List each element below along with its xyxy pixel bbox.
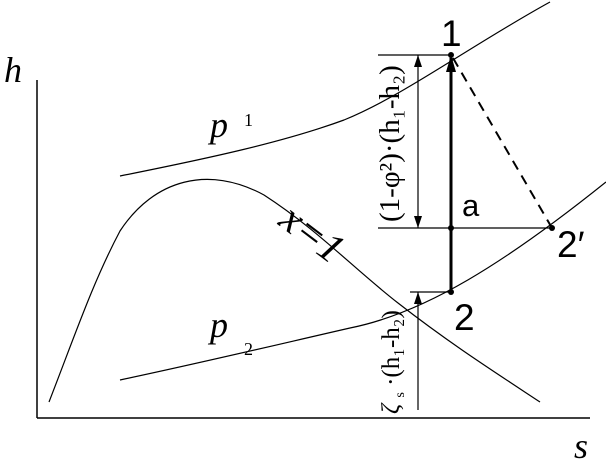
- s-axis-label: s: [574, 426, 588, 463]
- lower-interval-zeta: ζ: [378, 402, 405, 414]
- saturation-line-label: x=1: [270, 195, 353, 273]
- p2-subscript: 2: [244, 339, 253, 359]
- point-1-label: 1: [441, 13, 462, 54]
- process-curves: [48, 1, 606, 403]
- axes: [36, 80, 590, 419]
- lower-interval-suffix: ·(h₁-h₂): [378, 310, 405, 386]
- pressure-p1-curve: [119, 1, 551, 177]
- state-a-point: [448, 225, 454, 231]
- state-points: [448, 52, 555, 295]
- point-2-prime-label: 2′: [557, 224, 585, 265]
- point-a-label: a: [462, 188, 480, 223]
- lower-interval-text: ζ s ·(h₁-h₂): [378, 310, 410, 414]
- point-2-label: 2: [454, 297, 475, 338]
- upper-interval-arrowhead-top: [414, 55, 422, 67]
- lower-interval-subscript: s: [393, 392, 408, 397]
- lower-interval-annotation: ζ s ·(h₁-h₂): [378, 310, 410, 414]
- state-2-prime-point: [549, 225, 555, 231]
- p1-label: p: [207, 105, 228, 145]
- state-change-lines: [449, 57, 553, 292]
- p1-subscript: 1: [244, 110, 253, 130]
- p2-label: p: [207, 305, 228, 345]
- saturation-line-x1: [48, 178, 541, 403]
- lower-interval-arrowhead-top: [414, 292, 422, 304]
- state-1-point: [448, 52, 454, 58]
- labels: h s p 1 p 2 x=1 1 2 2′ a (1-φ²)·(h₁-h₂) …: [4, 13, 588, 463]
- state-2-point: [448, 289, 454, 295]
- h-axis-label: h: [4, 50, 22, 90]
- upper-interval-annotation: (1-φ²)·(h₁-h₂): [374, 65, 406, 222]
- pressure-p2-curve: [119, 181, 606, 381]
- vertical-dimension-lines: [378, 54, 552, 410]
- upper-interval-arrowhead-bottom: [414, 216, 422, 228]
